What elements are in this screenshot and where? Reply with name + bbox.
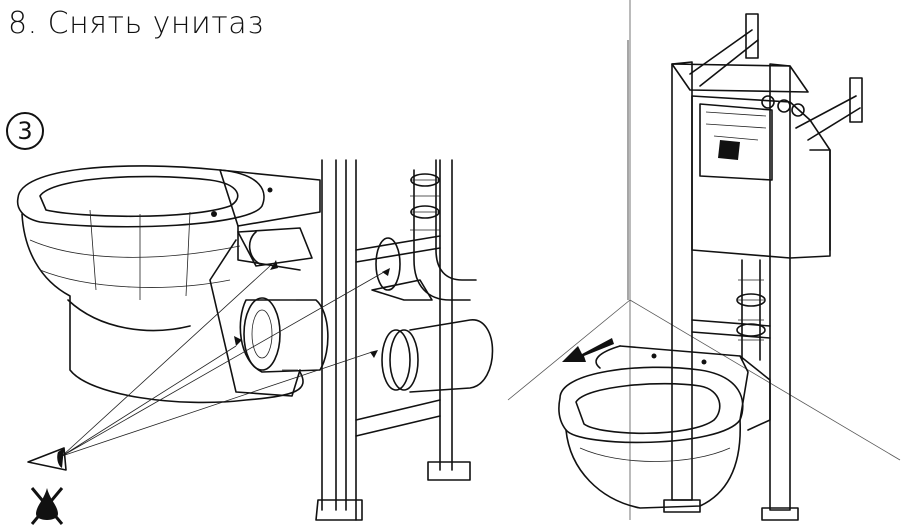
eye-icon [27,447,67,471]
step-title: 8. Снять унитаз [8,6,264,41]
toilet-closeup-diagram [16,159,494,521]
step-number-badge: 3 [6,112,44,150]
installation-frame-diagram [507,0,901,521]
no-water-drop-icon [30,487,64,525]
remove-direction-arrow-icon [562,338,614,362]
step-number: 3 [17,117,33,145]
